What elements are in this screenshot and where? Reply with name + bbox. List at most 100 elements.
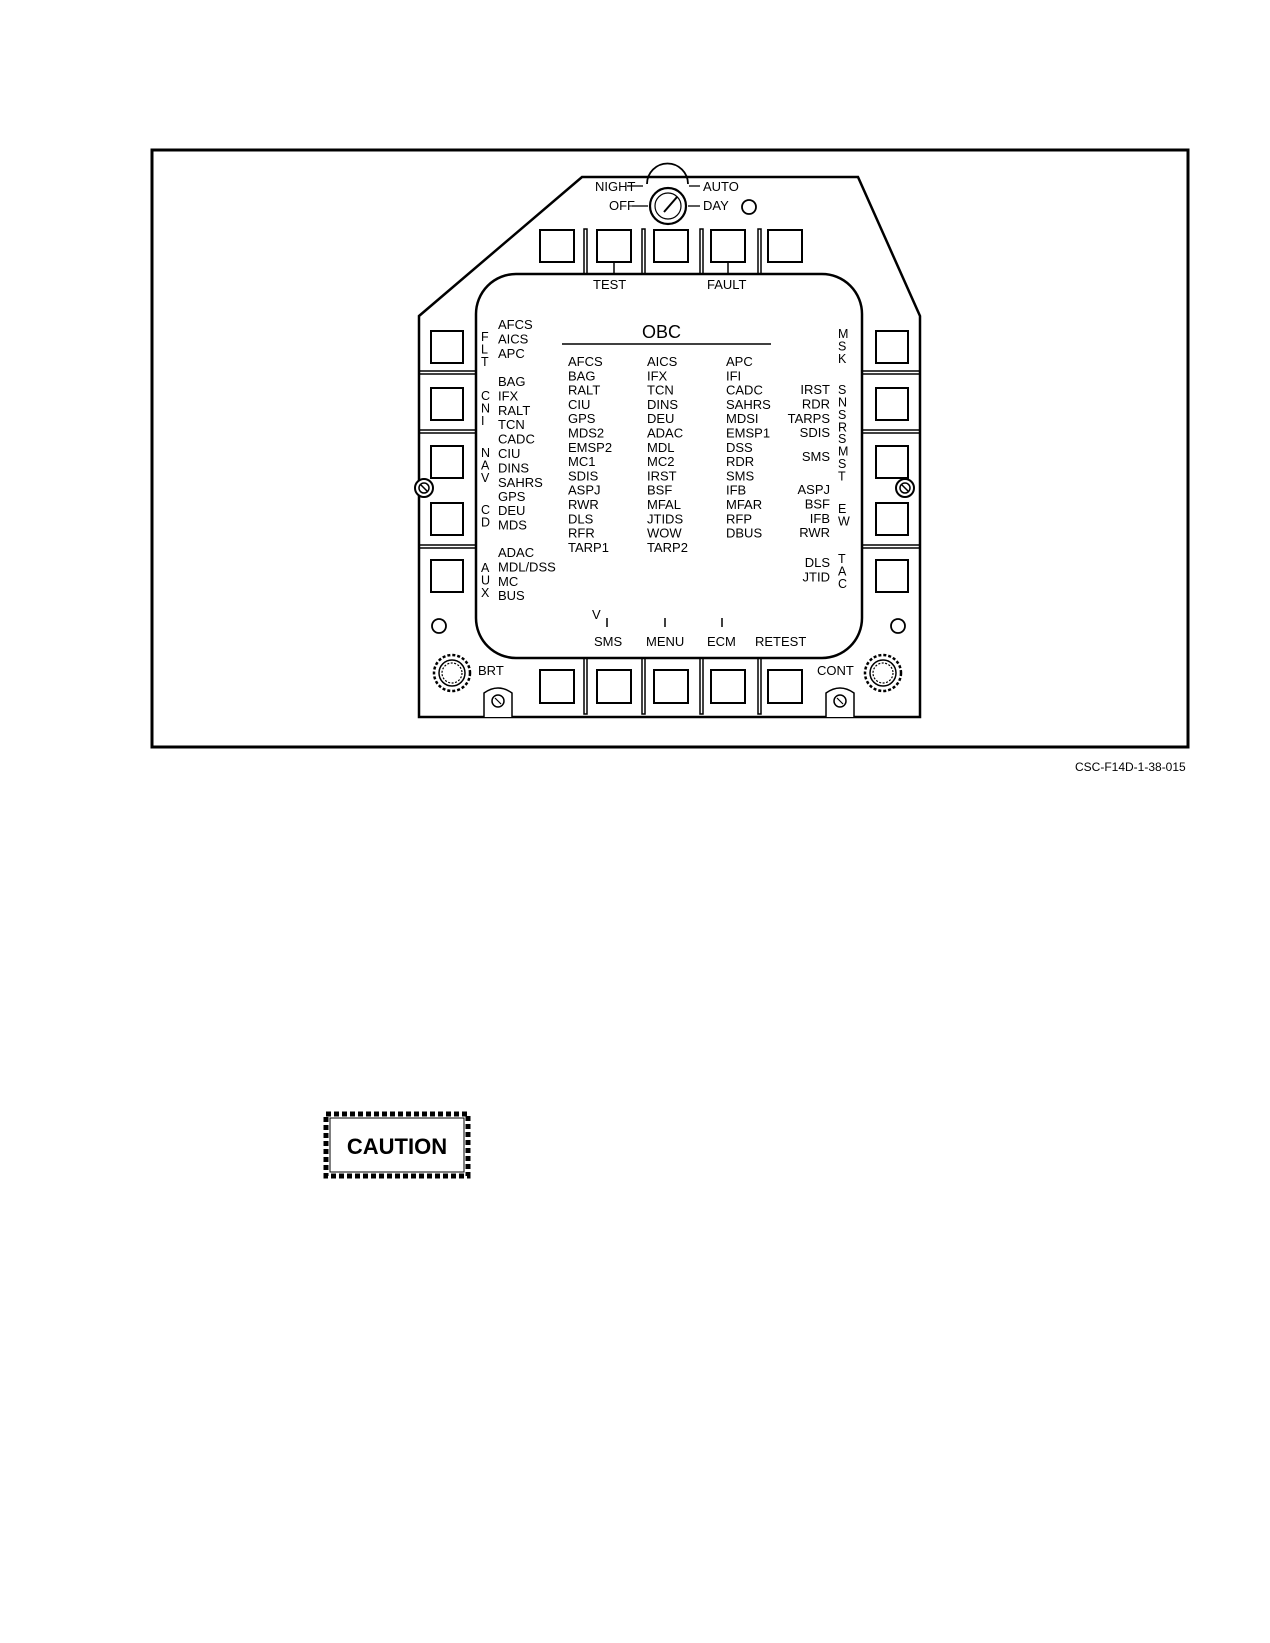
group-item: MDL/DSS [498, 559, 556, 574]
group-code-letter: C [481, 503, 490, 517]
obc-test-item: SMS [726, 468, 755, 483]
top-button-1[interactable] [539, 229, 575, 263]
right-button-ew[interactable] [875, 502, 909, 536]
right-button-tac[interactable] [875, 559, 909, 593]
obc-test-item: RWR [568, 497, 599, 512]
group-item: RALT [498, 403, 530, 418]
group-code-letter: A [481, 459, 490, 473]
group-item: GPS [498, 489, 526, 504]
figure-frame [150, 148, 1190, 749]
obc-test-item: EMSP2 [568, 440, 612, 455]
group-item: BUS [498, 588, 525, 603]
obc-test-item: DLS [568, 511, 594, 526]
group-item: CIU [498, 446, 520, 461]
obc-test-item: SAHRS [726, 397, 771, 412]
obc-test-item: IRST [647, 468, 677, 483]
group-item: CADC [498, 432, 535, 447]
bottom-button-1[interactable] [539, 669, 575, 704]
side-separators [418, 370, 921, 549]
knob-label-day: DAY [703, 198, 729, 213]
group-item: IFB [810, 511, 830, 526]
label-brt: BRT [478, 663, 504, 678]
bottom-button-4[interactable] [710, 669, 746, 704]
obc-test-item: EMSP1 [726, 426, 770, 441]
bottom-button-2[interactable] [596, 669, 632, 704]
bottom-button-row [539, 669, 803, 704]
group-code-letter: T [838, 470, 846, 484]
page-title: OBC [642, 322, 681, 342]
group-code-letter: S [838, 408, 846, 422]
light-sensor-icon [431, 618, 447, 634]
label-cont: CONT [817, 663, 854, 678]
left-button-cd[interactable] [430, 502, 464, 536]
group-code-letter: X [481, 586, 490, 600]
group-item: DEU [498, 503, 525, 518]
light-sensor-icon [890, 618, 906, 634]
label-ecm: ECM [707, 634, 736, 649]
bottom-button-5[interactable] [767, 669, 803, 704]
group-code-letter: A [838, 565, 847, 579]
group-item: TCN [498, 417, 525, 432]
left-button-aux[interactable] [430, 559, 464, 593]
group-code-letter: T [838, 552, 846, 566]
light-sensor-icon [741, 199, 757, 215]
left-button-cni[interactable] [430, 387, 464, 421]
group-code-letter: N [481, 446, 490, 460]
obc-test-item: CADC [726, 383, 763, 398]
group-code-letter: R [838, 421, 847, 435]
cont-knob[interactable] [863, 653, 903, 693]
obc-test-item: DBUS [726, 526, 762, 541]
obc-test-item: MC2 [647, 454, 674, 469]
group-item: ADAC [498, 545, 534, 560]
group-item: DLS [805, 555, 831, 570]
obc-test-item: RFP [726, 511, 752, 526]
group-code-letter: S [838, 340, 846, 354]
group-code-letter: L [481, 343, 488, 357]
group-item: IFX [498, 388, 519, 403]
right-button-smst[interactable] [875, 445, 909, 479]
right-button-snsr[interactable] [875, 387, 909, 421]
top-button-4[interactable] [710, 229, 746, 263]
right-button-msk[interactable] [875, 330, 909, 364]
label-menu: MENU [646, 634, 684, 649]
left-button-column [430, 330, 464, 593]
obc-test-item: MC1 [568, 454, 595, 469]
obc-test-item: GPS [568, 411, 596, 426]
obc-test-item: TCN [647, 383, 674, 398]
left-button-flt[interactable] [430, 330, 464, 364]
obc-test-item: AFCS [568, 354, 603, 369]
top-button-3[interactable] [653, 229, 689, 263]
group-item: MC [498, 574, 518, 589]
mode-selector-knob[interactable] [627, 162, 700, 226]
obc-test-item: RDR [726, 454, 754, 469]
bottom-button-3[interactable] [653, 669, 689, 704]
obc-test-item: IFB [726, 483, 746, 498]
label-retest: RETEST [755, 634, 806, 649]
group-code-letter: S [838, 383, 846, 397]
figure-id: CSC-F14D-1-38-015 [1075, 760, 1186, 774]
caution-label: CAUTION [347, 1134, 447, 1159]
group-item: SAHRS [498, 475, 543, 490]
group-code-letter: U [481, 574, 490, 588]
obc-test-item: MDL [647, 440, 674, 455]
group-item: BAG [498, 374, 525, 389]
group-code-letter: V [481, 471, 490, 485]
group-item: TARPS [788, 411, 831, 426]
obc-test-item: TARP1 [568, 540, 609, 555]
screw-icon [825, 687, 855, 717]
left-button-nav[interactable] [430, 445, 464, 479]
group-item: SMS [802, 449, 831, 464]
label-sms: SMS [594, 634, 623, 649]
obc-test-item: APC [726, 354, 753, 369]
group-code-letter: C [481, 389, 490, 403]
group-code-letter: W [838, 515, 850, 529]
top-button-2[interactable] [596, 229, 632, 263]
obc-test-item: RFR [568, 526, 595, 541]
obc-test-item: IFI [726, 368, 741, 383]
screw-icon [483, 687, 513, 717]
brt-knob[interactable] [432, 653, 472, 693]
group-code-letter: S [838, 432, 846, 446]
top-button-row [539, 229, 803, 274]
top-button-5[interactable] [767, 229, 803, 263]
screw-icon [414, 478, 434, 498]
